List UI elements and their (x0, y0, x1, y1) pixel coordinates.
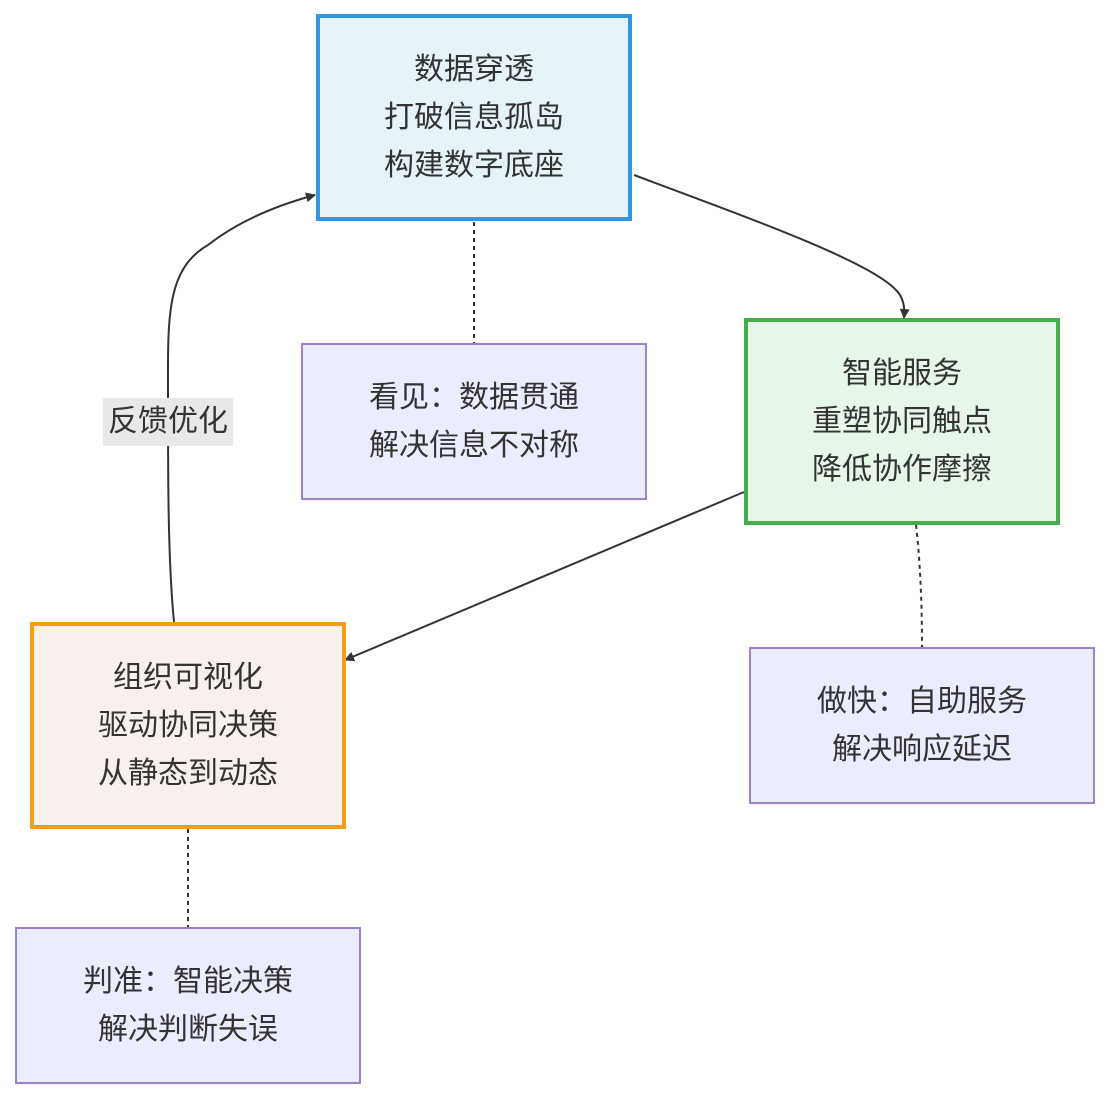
node-org-visualization: 组织可视化 驱动协同决策 从静态到动态 (30, 622, 346, 829)
node-line: 数据穿透 (414, 51, 534, 87)
node-line: 降低协作摩擦 (812, 451, 992, 487)
note-fast: 做快：自助服务 解决响应延迟 (749, 647, 1095, 804)
note-see: 看见：数据贯通 解决信息不对称 (301, 343, 647, 500)
edge-service-to-org (344, 491, 745, 662)
note-line: 解决判断失误 (98, 1011, 278, 1047)
note-line: 做快：自助服务 (817, 683, 1027, 719)
node-line: 重塑协同触点 (812, 403, 992, 439)
node-line: 构建数字底座 (384, 147, 564, 183)
node-smart-service: 智能服务 重塑协同触点 降低协作摩擦 (744, 318, 1060, 525)
edge-data-to-service (633, 174, 910, 319)
node-line: 智能服务 (842, 355, 962, 391)
node-line: 组织可视化 (113, 659, 263, 695)
note-line: 判准：智能决策 (83, 963, 293, 999)
edge-org-to-data (166, 192, 316, 623)
node-line: 打破信息孤岛 (384, 99, 564, 135)
note-line: 看见：数据贯通 (369, 379, 579, 415)
note-judge: 判准：智能决策 解决判断失误 (15, 927, 361, 1084)
note-line: 解决信息不对称 (369, 427, 579, 463)
edge-label-feedback: 反馈优化 (103, 398, 233, 446)
node-data-penetration: 数据穿透 打破信息孤岛 构建数字底座 (316, 14, 632, 221)
node-line: 从静态到动态 (98, 755, 278, 791)
node-line: 驱动协同决策 (98, 707, 278, 743)
link-service-note (915, 524, 923, 648)
note-line: 解决响应延迟 (832, 731, 1012, 767)
